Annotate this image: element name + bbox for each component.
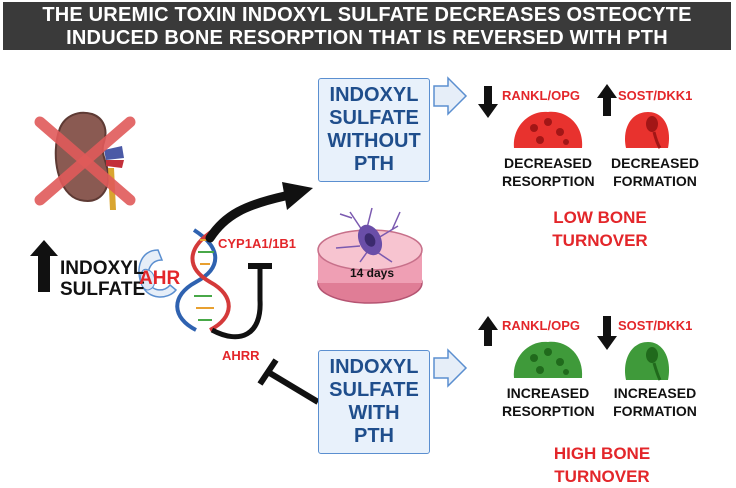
formation-effect: INCREASED FORMATION (613, 385, 697, 419)
outcome-label: LOW BONE TURNOVER (552, 208, 648, 250)
hollow-arrow-bottom-icon (433, 348, 468, 388)
up-arrow-icon (597, 84, 617, 116)
rankl-opg-label: RANKL/OPG (502, 88, 580, 103)
ahr-receptor-icon (138, 249, 178, 298)
without-pth-box: INDOXYL SULFATE WITHOUT PTH (318, 78, 430, 182)
osteocyte-cell-icon (335, 207, 401, 263)
gene-label: CYP1A1/1B1 (218, 236, 297, 251)
title-banner: THE UREMIC TOXIN INDOXYL SULFATE DECREAS… (3, 2, 731, 50)
dish-label: 14 days (350, 266, 395, 280)
inhibition-loop-icon (210, 263, 272, 340)
osteoblast-cell-icon (624, 112, 670, 149)
increase-arrow-icon (30, 240, 58, 292)
pth-inhibition-icon (257, 358, 320, 405)
activation-arrow-icon (205, 182, 313, 243)
ahrr-label: AHRR (222, 348, 260, 363)
toxin-label: INDOXYL SULFATE (60, 258, 146, 300)
down-arrow-icon (478, 86, 498, 118)
hollow-arrow-top-icon (433, 76, 468, 116)
down-arrow-icon (597, 316, 617, 350)
outcome-label: HIGH BONE TURNOVER (553, 444, 651, 486)
osteoclast-cell-icon (513, 111, 583, 148)
title-line-2: INDUCED BONE RESORPTION THAT IS REVERSED… (66, 27, 668, 49)
rankl-opg-label: RANKL/OPG (502, 318, 580, 333)
title-line-1: THE UREMIC TOXIN INDOXYL SULFATE DECREAS… (42, 4, 692, 26)
formation-effect: DECREASED FORMATION (611, 155, 699, 189)
osteoblast-cell-icon (624, 342, 670, 381)
resorption-effect: INCREASED RESORPTION (502, 385, 595, 419)
sost-dkk1-label: SOST/DKK1 (618, 88, 693, 103)
osteoclast-cell-icon (513, 341, 583, 378)
ahr-label: AHR (139, 268, 181, 289)
up-arrow-icon (478, 316, 498, 346)
dna-helix-icon (175, 228, 231, 332)
crossed-out-x-icon (34, 116, 136, 206)
with-pth-box: INDOXYL SULFATE WITH PTH (318, 350, 430, 454)
sost-dkk1-label: SOST/DKK1 (618, 318, 693, 333)
resorption-effect: DECREASED RESORPTION (502, 155, 595, 189)
petri-dish-icon (317, 229, 423, 304)
